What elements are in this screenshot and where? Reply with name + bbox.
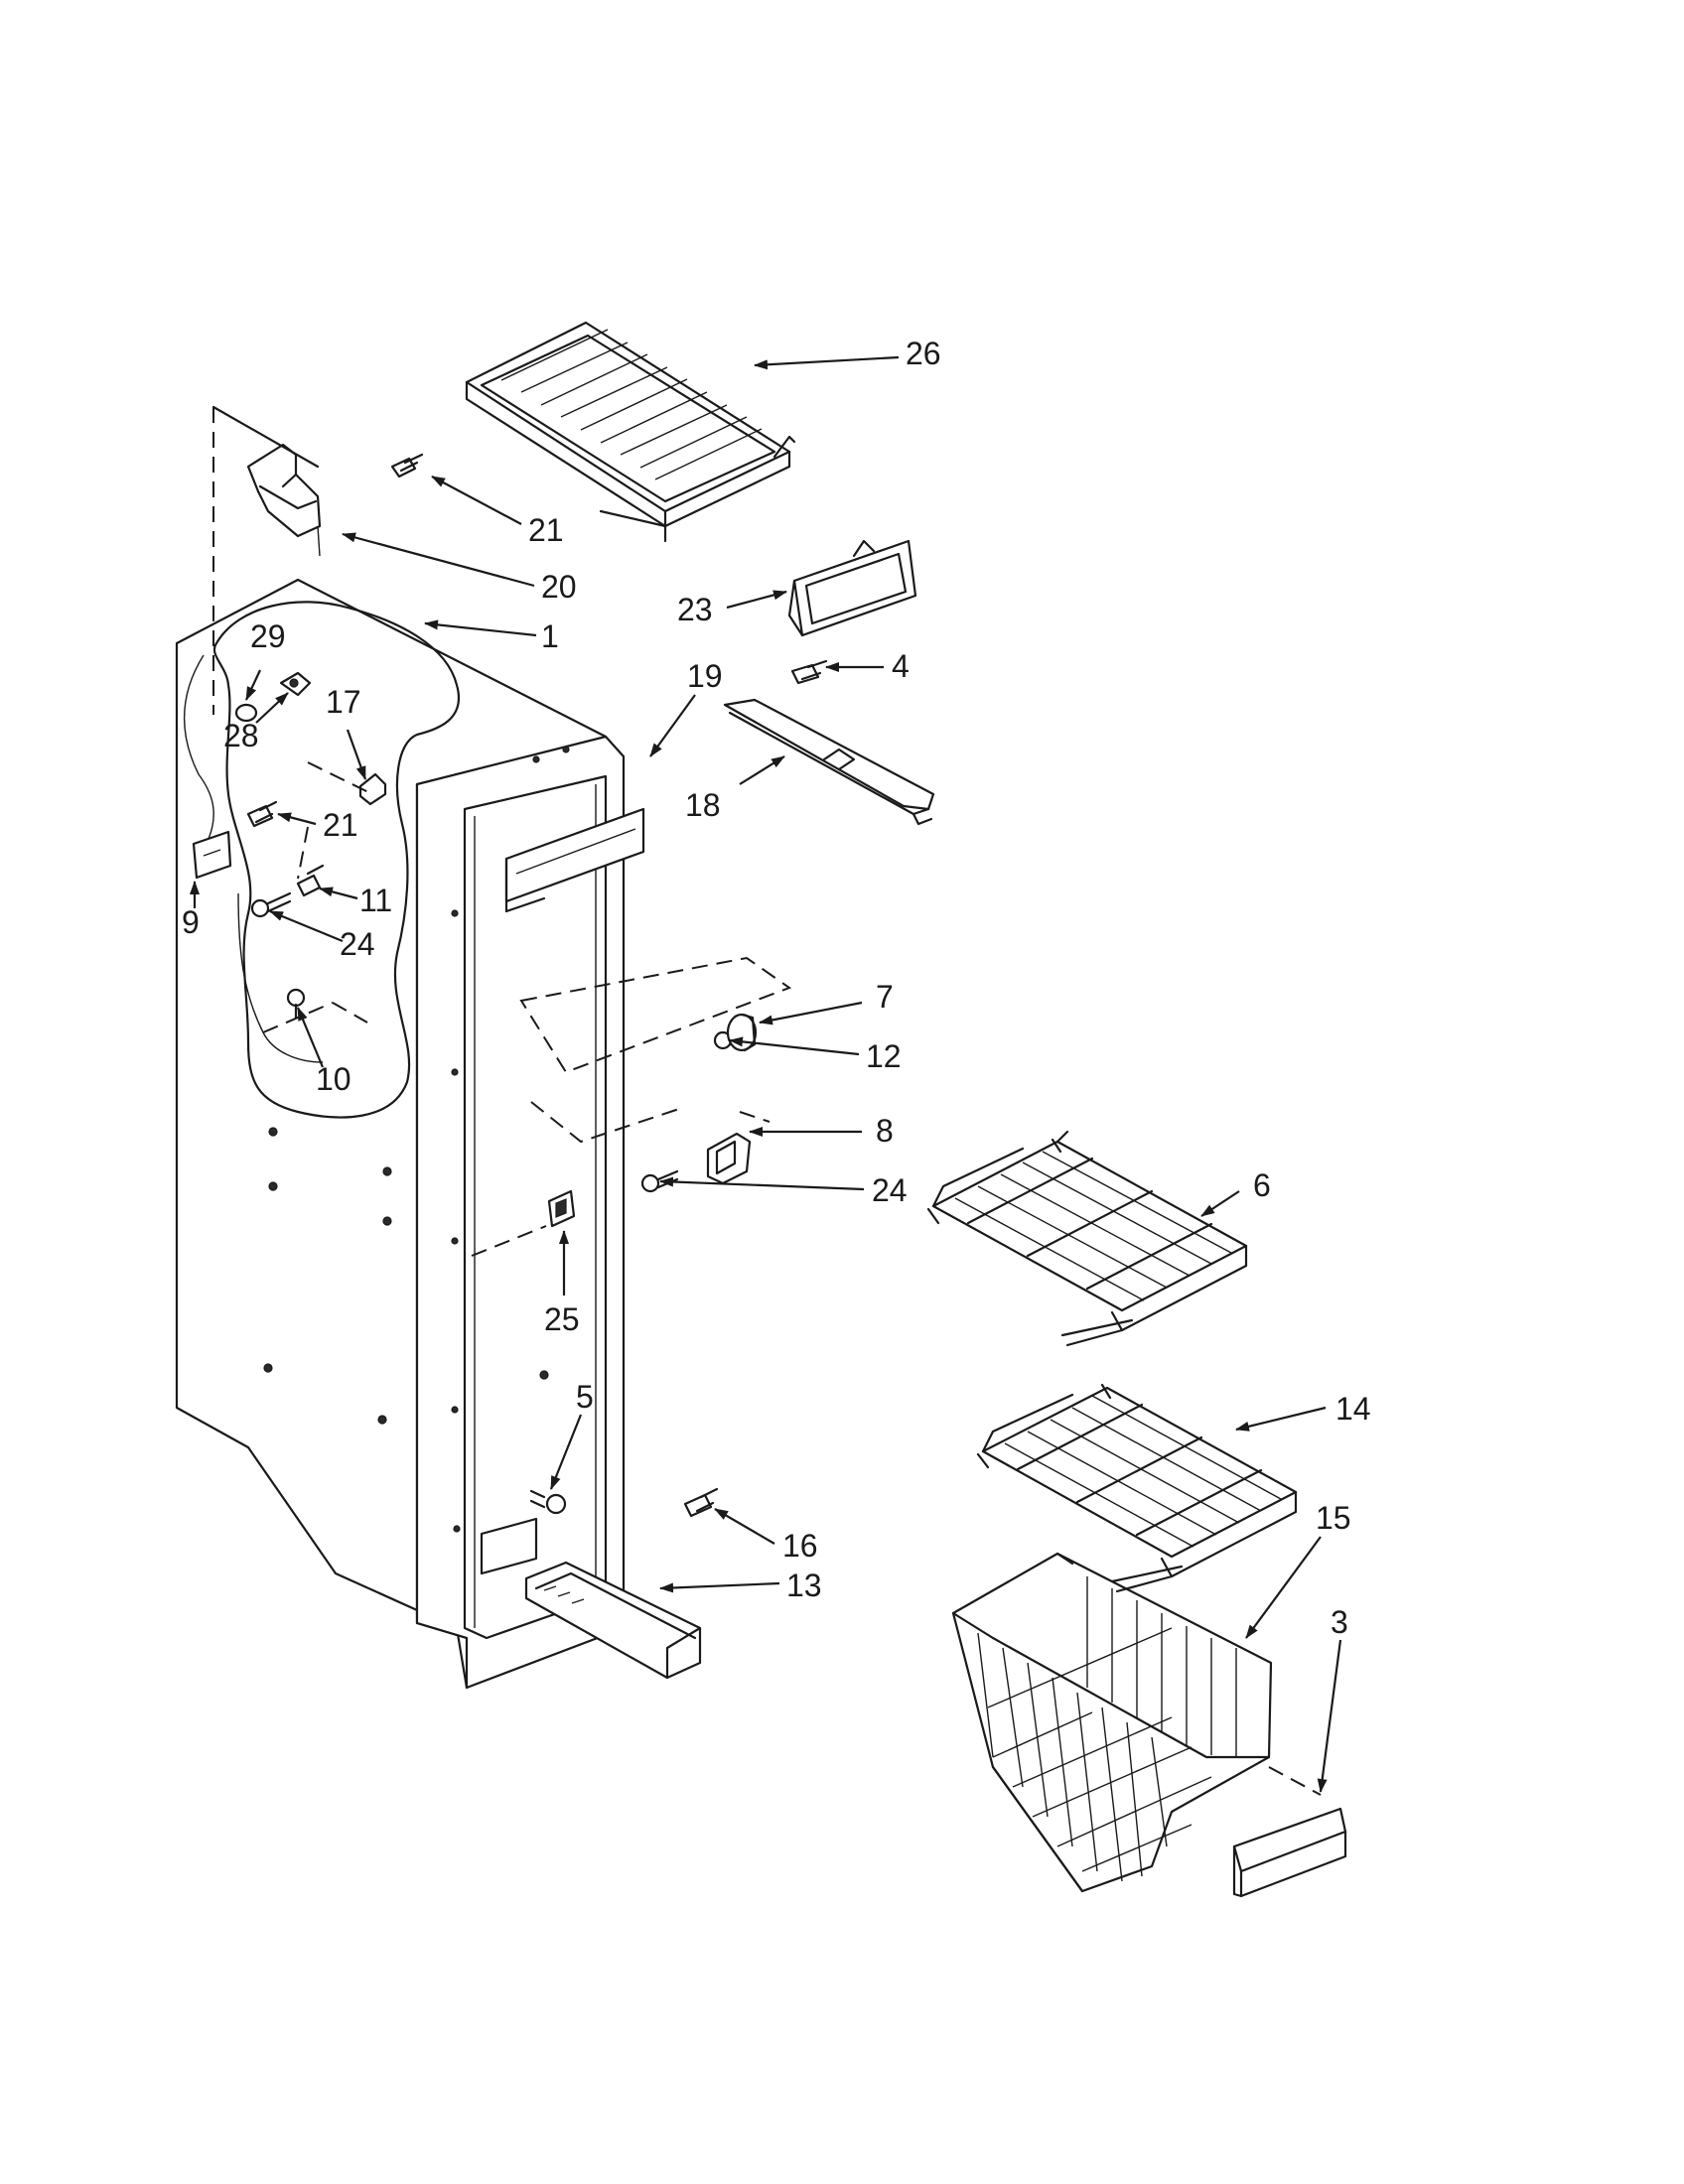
callout-12: 12 — [866, 1038, 902, 1074]
screw-4 — [790, 659, 828, 685]
callout-9: 9 — [182, 904, 200, 940]
callout-10: 10 — [316, 1061, 351, 1097]
callout-19: 19 — [687, 658, 723, 694]
callout-4: 4 — [892, 648, 910, 684]
shelf-support-7 — [726, 1013, 758, 1052]
screw-16 — [683, 1487, 719, 1518]
callout-21-mid: 21 — [323, 807, 358, 843]
callout-3: 3 — [1331, 1604, 1348, 1640]
shelf-support-8 — [706, 1132, 752, 1185]
screw-24-left — [250, 891, 292, 918]
callout-20: 20 — [541, 569, 577, 605]
shelf-rail — [723, 698, 935, 826]
alignment-box-8 — [530, 1101, 771, 1144]
callout-24-left: 24 — [340, 926, 375, 962]
callout-8: 8 — [876, 1113, 894, 1149]
wire-shelf-14 — [976, 1383, 1298, 1593]
callout-14: 14 — [1335, 1391, 1371, 1427]
screw-10 — [286, 988, 306, 1020]
vent-cover — [787, 539, 917, 637]
alignment-basket — [1268, 1766, 1322, 1796]
callout-26: 26 — [906, 336, 941, 371]
wire-shelf-6 — [926, 1130, 1248, 1347]
callout-5: 5 — [576, 1379, 594, 1415]
callout-15: 15 — [1316, 1500, 1351, 1536]
connector-25 — [547, 1189, 576, 1228]
bracket-9 — [192, 830, 232, 880]
callout-24-right: 24 — [872, 1172, 908, 1208]
callout-6: 6 — [1253, 1167, 1271, 1203]
screw-21-top — [390, 453, 424, 478]
basket-trim — [1232, 1807, 1347, 1898]
callout-1: 1 — [541, 618, 559, 654]
damper-17 — [358, 772, 387, 806]
bulb-29 — [234, 703, 258, 723]
air-duct-cover — [504, 807, 645, 913]
callout-13: 13 — [786, 1568, 822, 1603]
callout-29: 29 — [250, 618, 286, 654]
callout-25: 25 — [544, 1301, 580, 1337]
top-shelf-grille — [465, 321, 796, 543]
callout-11: 11 — [359, 883, 392, 918]
callout-7: 7 — [876, 979, 894, 1015]
callout-21-top: 21 — [528, 512, 564, 548]
callout-18: 18 — [685, 787, 721, 823]
wire-harness — [183, 654, 324, 1063]
callout-labels: 26 21 20 1 23 4 29 19 28 17 18 21 11 9 2… — [182, 336, 1371, 1640]
light-socket-28 — [279, 671, 312, 697]
callout-16: 16 — [782, 1528, 818, 1564]
callout-17: 17 — [326, 684, 361, 720]
alignment-box-7 — [519, 956, 792, 1074]
wire-basket — [951, 1552, 1273, 1893]
kick-plate — [524, 1561, 702, 1680]
callout-23: 23 — [677, 592, 713, 627]
freezer-liner — [175, 578, 626, 1690]
callout-28: 28 — [223, 718, 259, 753]
screw-5 — [529, 1489, 567, 1515]
screw-21-mid — [246, 800, 278, 828]
leader-lines — [190, 355, 1342, 1793]
switch-11 — [296, 864, 325, 897]
